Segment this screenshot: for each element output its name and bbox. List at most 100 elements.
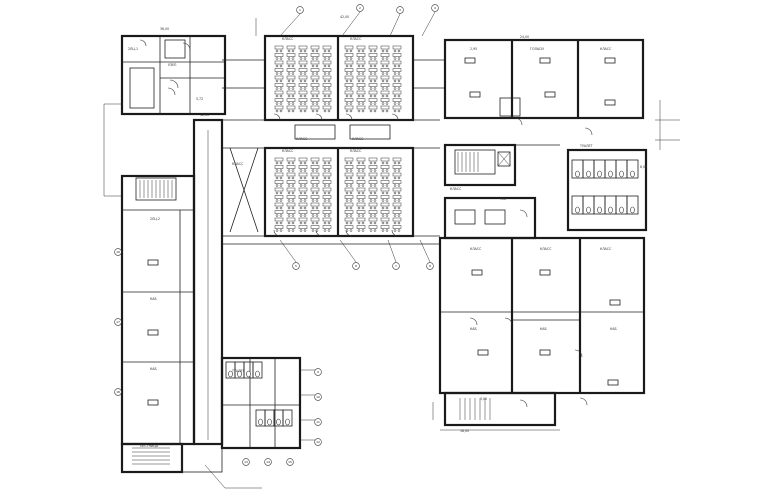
toilet-fixture — [255, 370, 260, 378]
student-desk — [322, 165, 332, 169]
toilet-block — [220, 356, 302, 450]
chair — [381, 161, 385, 165]
chair — [303, 229, 307, 232]
chair — [275, 87, 279, 90]
chair — [369, 214, 373, 217]
student-desk — [380, 217, 390, 222]
chair — [279, 199, 283, 202]
chair — [349, 176, 353, 180]
chair — [393, 102, 397, 105]
chair — [315, 79, 319, 83]
chair — [357, 57, 361, 60]
chair — [323, 57, 327, 60]
student-desk — [310, 195, 320, 199]
chair — [275, 191, 279, 195]
chair — [357, 199, 361, 202]
chair — [361, 176, 365, 180]
student-desk — [274, 83, 284, 87]
chair — [299, 64, 303, 68]
chair — [287, 191, 291, 195]
student-desk — [298, 217, 308, 222]
toilet-fixture — [586, 170, 591, 178]
toilet-fixture — [619, 206, 624, 214]
chair — [349, 102, 353, 105]
chair — [361, 169, 365, 172]
chair — [291, 64, 295, 68]
office-desk — [607, 379, 619, 386]
student-desk — [274, 105, 284, 110]
chair — [327, 206, 331, 210]
axis-bubble-label: 11 — [316, 420, 320, 424]
student-desk — [356, 225, 366, 229]
student-desk — [322, 60, 332, 65]
chair — [357, 87, 361, 90]
student-desk — [286, 75, 296, 80]
axis-bubble-label: 18 — [116, 390, 120, 394]
furniture-layer — [147, 42, 621, 408]
chair — [349, 49, 353, 53]
chair — [381, 102, 385, 105]
office-desk — [471, 269, 483, 276]
student-desk — [344, 172, 354, 177]
chair — [361, 72, 365, 75]
chair — [327, 169, 331, 172]
chair — [315, 102, 319, 105]
student-desk — [310, 202, 320, 207]
door-swing — [514, 117, 523, 126]
chair — [299, 214, 303, 217]
axis-bubble-label: 16 — [116, 250, 120, 254]
room-label: КЛАСС — [450, 187, 462, 191]
chair — [327, 214, 331, 217]
chair — [323, 191, 327, 195]
centre-block — [222, 11, 445, 263]
student-desk — [356, 98, 366, 102]
chair — [397, 87, 401, 90]
student-desk — [368, 75, 378, 80]
office-desk — [609, 299, 621, 306]
chair — [303, 87, 307, 90]
student-desk — [274, 210, 284, 214]
student-desk — [298, 225, 308, 229]
chair — [361, 64, 365, 68]
left-wing — [103, 34, 262, 489]
student-desk — [274, 157, 284, 162]
lower-left-desks — [274, 157, 332, 232]
chair — [275, 229, 279, 232]
axis-bubble-label: 12 — [316, 440, 320, 444]
dimension-label: 3,00 — [480, 397, 487, 401]
chair — [299, 72, 303, 75]
room-label: ТЕХ — [499, 197, 507, 201]
chair — [397, 102, 401, 105]
chair — [279, 87, 283, 90]
toilet-fixture — [630, 170, 635, 178]
axis-bubble-label: 8 — [429, 264, 431, 268]
office-desk — [544, 91, 556, 98]
toilet-fixture — [575, 170, 580, 178]
chair — [349, 214, 353, 217]
student-desk — [380, 195, 390, 199]
axis-bubble-label: 1 — [299, 8, 301, 12]
student-desk — [356, 157, 366, 162]
student-desk — [274, 60, 284, 65]
chair — [303, 49, 307, 53]
chair — [287, 206, 291, 210]
student-desk — [322, 217, 332, 222]
student-desk — [298, 202, 308, 207]
chair — [291, 94, 295, 98]
chair — [287, 72, 291, 75]
chair — [275, 184, 279, 187]
chair — [299, 229, 303, 232]
chair — [291, 229, 295, 232]
chair — [393, 87, 397, 90]
room-label: ТУАЛЕТ — [579, 144, 592, 148]
student-desk — [310, 75, 320, 80]
chair — [369, 191, 373, 195]
chair — [397, 206, 401, 210]
student-desk — [286, 105, 296, 110]
chair — [315, 49, 319, 53]
chair — [291, 169, 295, 172]
student-desk — [368, 90, 378, 95]
right-toilet-block — [566, 148, 648, 232]
student-desk — [380, 53, 390, 57]
